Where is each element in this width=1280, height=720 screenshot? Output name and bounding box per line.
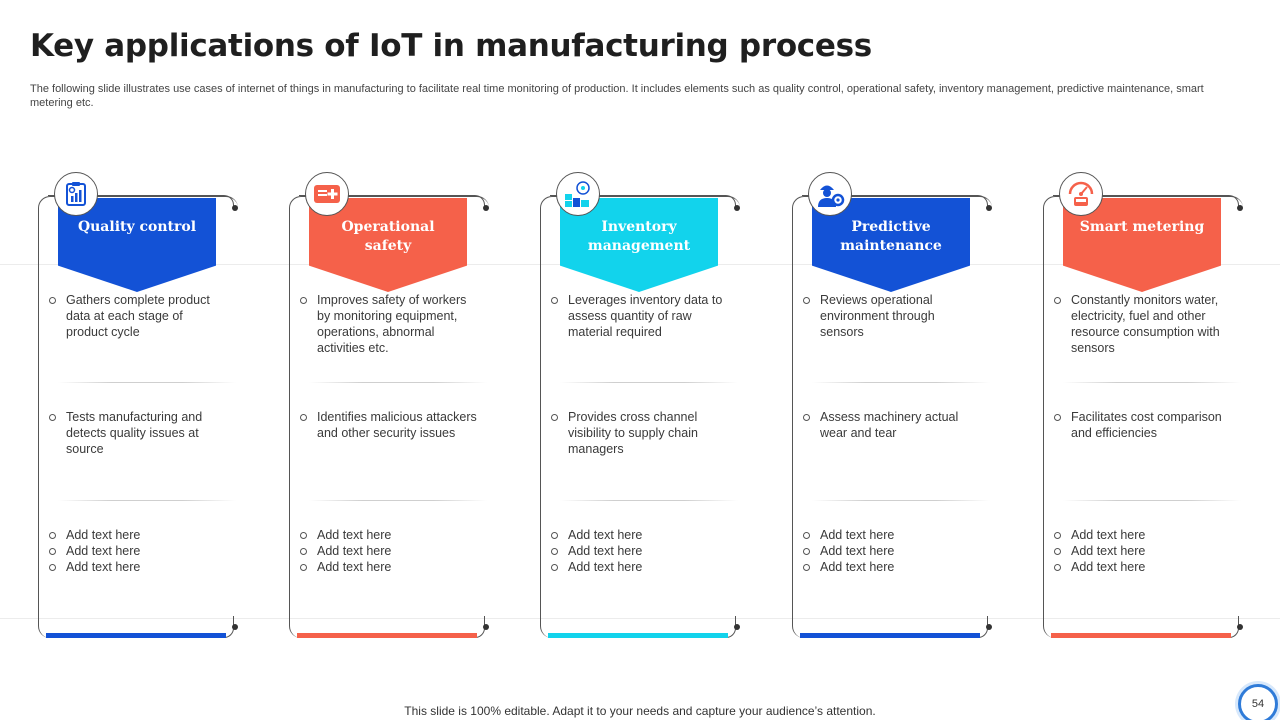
- clipboard-chart-icon: [54, 172, 98, 216]
- card-heading: Operational safety: [341, 219, 435, 254]
- card-frame: [792, 196, 992, 638]
- card-frame-top: [1053, 195, 1239, 209]
- connector-dot: [734, 205, 740, 211]
- bullet-list: Identifies malicious attackers and other…: [299, 409, 477, 441]
- bullet-item: Facilitates cost comparison and efficien…: [1053, 409, 1231, 441]
- separator: [812, 382, 990, 383]
- bullet-item: Tests manufacturing and detects quality …: [48, 409, 226, 457]
- card-frame-top: [550, 195, 736, 209]
- bullet-list: Reviews operational environment through …: [802, 292, 980, 340]
- separator: [58, 500, 236, 501]
- card-frame: [289, 196, 489, 638]
- background-band-line: [0, 618, 1280, 619]
- bullet-list: Provides cross channel visibility to sup…: [550, 409, 728, 457]
- separator: [58, 382, 236, 383]
- page-number: 54: [1251, 698, 1265, 710]
- card-accent-bar: [800, 633, 980, 638]
- bullet-item: Add text here: [299, 559, 477, 575]
- bullet-item: Constantly monitors water, electricity, …: [1053, 292, 1231, 356]
- inventory-boxes-icon: [556, 172, 600, 216]
- separator: [309, 500, 487, 501]
- card-accent-bar: [1051, 633, 1231, 638]
- bullet-item: Add text here: [550, 527, 728, 543]
- card-frame-top: [802, 195, 988, 209]
- bullet-item: Add text here: [550, 559, 728, 575]
- card-frame: [38, 196, 238, 638]
- card-heading: Smart metering: [1079, 219, 1205, 235]
- connector-dot: [986, 205, 992, 211]
- safety-card-icon: [305, 172, 349, 216]
- connector-dot: [734, 624, 740, 630]
- bullet-item: Add text here: [48, 543, 226, 559]
- bullet-item: Leverages inventory data to assess quant…: [550, 292, 728, 340]
- bullet-item: Add text here: [1053, 559, 1231, 575]
- bullet-item: Provides cross channel visibility to sup…: [550, 409, 728, 457]
- bullet-list: Leverages inventory data to assess quant…: [550, 292, 728, 340]
- card-frame-top: [48, 195, 234, 209]
- bullet-item: Reviews operational environment through …: [802, 292, 980, 340]
- separator: [1063, 500, 1241, 501]
- bullet-item: Add text here: [1053, 543, 1231, 559]
- separator: [812, 500, 990, 501]
- page-number-badge: 54: [1238, 684, 1278, 720]
- meter-gauge-icon: [1059, 172, 1103, 216]
- separator: [1063, 382, 1241, 383]
- card-heading: Predictive maintenance: [840, 219, 942, 254]
- connector-dot: [232, 624, 238, 630]
- card-heading: Quality control: [77, 219, 197, 235]
- separator: [560, 500, 738, 501]
- bullet-item: Add text here: [802, 559, 980, 575]
- bullet-list: Gathers complete product data at each st…: [48, 292, 226, 340]
- bullet-list: Improves safety of workers by monitoring…: [299, 292, 477, 356]
- card-accent-bar: [548, 633, 728, 638]
- bullet-list: Tests manufacturing and detects quality …: [48, 409, 226, 457]
- connector-dot: [1237, 624, 1243, 630]
- page-title: Key applications of IoT in manufacturing…: [30, 28, 872, 64]
- connector-dot: [986, 624, 992, 630]
- bullet-list: Facilitates cost comparison and efficien…: [1053, 409, 1231, 441]
- connector-dot: [232, 205, 238, 211]
- bullet-item: Assess machinery actual wear and tear: [802, 409, 980, 441]
- bullet-item: Gathers complete product data at each st…: [48, 292, 226, 340]
- card-heading: Inventory management: [587, 219, 691, 254]
- bullet-item: Add text here: [802, 543, 980, 559]
- separator: [560, 382, 738, 383]
- bullet-item: Add text here: [299, 543, 477, 559]
- connector-dot: [483, 205, 489, 211]
- page-subtitle: The following slide illustrates use case…: [30, 83, 1204, 109]
- connector-dot: [1237, 205, 1243, 211]
- separator: [309, 382, 487, 383]
- footer-note: This slide is 100% editable. Adapt it to…: [404, 704, 876, 718]
- card-accent-bar: [297, 633, 477, 638]
- card-frame-top: [299, 195, 485, 209]
- bullet-item: Improves safety of workers by monitoring…: [299, 292, 477, 356]
- bullet-item: Add text here: [1053, 527, 1231, 543]
- bullet-list: Constantly monitors water, electricity, …: [1053, 292, 1231, 356]
- connector-dot: [483, 624, 489, 630]
- card-frame: [540, 196, 740, 638]
- bullet-item: Identifies malicious attackers and other…: [299, 409, 477, 441]
- bullet-list: Assess machinery actual wear and tear: [802, 409, 980, 441]
- bullet-item: Add text here: [299, 527, 477, 543]
- card-accent-bar: [46, 633, 226, 638]
- card-frame: [1043, 196, 1243, 638]
- bullet-item: Add text here: [550, 543, 728, 559]
- bullet-item: Add text here: [48, 559, 226, 575]
- bullet-item: Add text here: [48, 527, 226, 543]
- worker-gear-icon: [808, 172, 852, 216]
- bullet-item: Add text here: [802, 527, 980, 543]
